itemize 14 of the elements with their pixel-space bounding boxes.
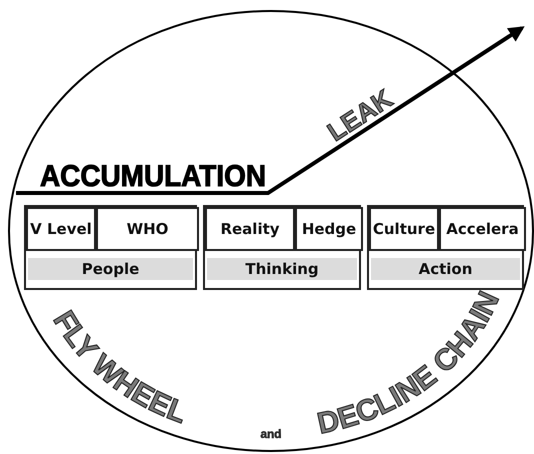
stage-label: ACCUMULATION	[40, 160, 283, 193]
group-label: Action	[371, 258, 520, 280]
item-cell: Reality	[205, 207, 295, 251]
group-label: Thinking	[207, 258, 357, 280]
item-cell: WHO	[96, 207, 199, 251]
item-cell: Accelera	[439, 207, 526, 251]
item-cell: Hedge	[295, 207, 363, 251]
curved-title: and	[260, 426, 282, 441]
item-cell: Culture	[369, 207, 439, 251]
group-panel	[24, 205, 197, 290]
group-label: People	[28, 258, 193, 280]
group-panel	[367, 205, 524, 290]
item-cell: V Level	[26, 207, 96, 251]
group-panel	[203, 205, 361, 290]
